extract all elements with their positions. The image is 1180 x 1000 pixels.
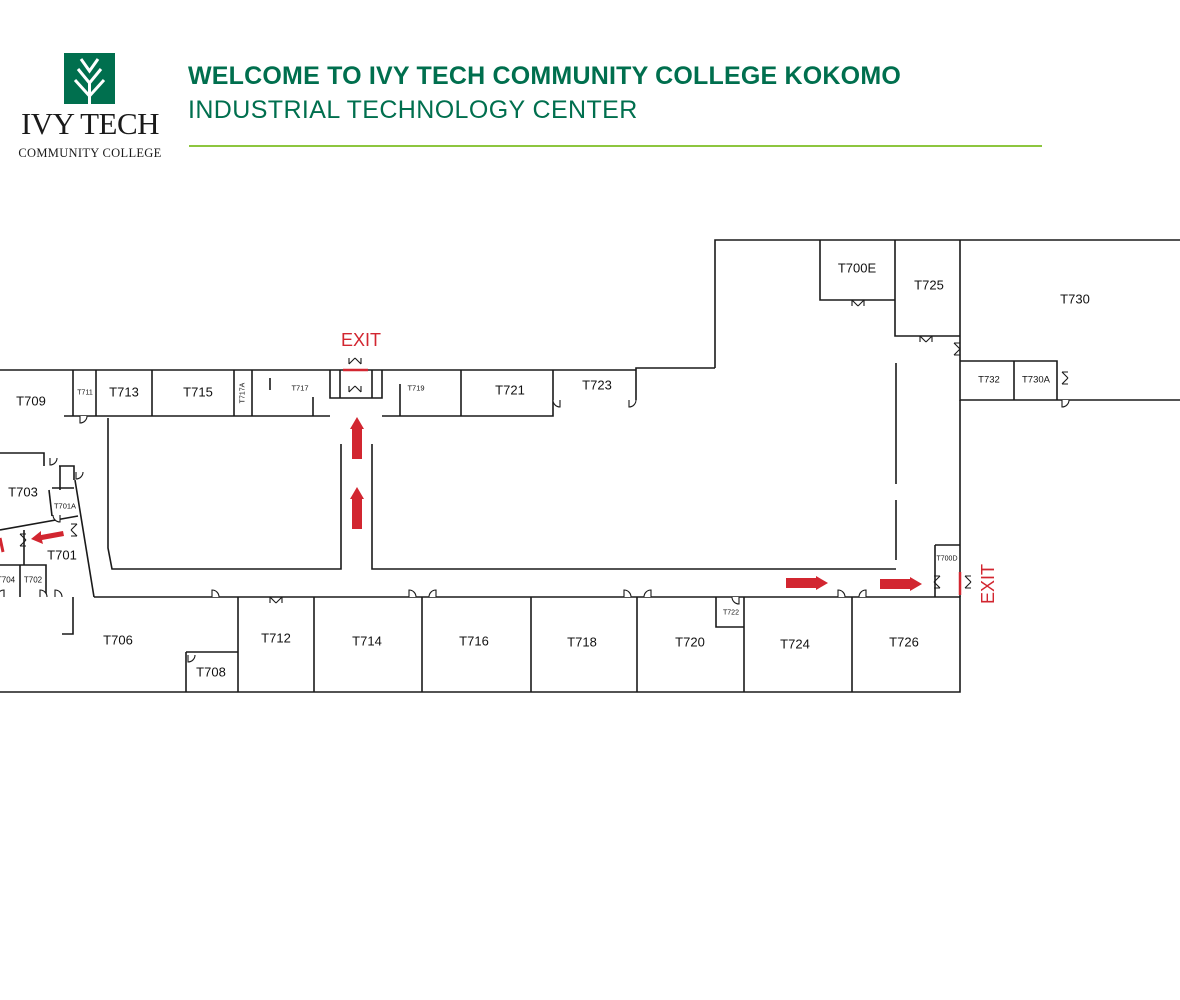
door-icon	[628, 399, 637, 408]
room-label-t700e: T700E	[838, 261, 877, 276]
wall-segment	[74, 479, 95, 598]
door-icon	[643, 589, 652, 598]
door-icon	[0, 589, 5, 597]
exit-route-fragment	[0, 537, 5, 553]
room-label-t702: T702	[24, 576, 43, 585]
wall-segment	[62, 597, 74, 635]
logo-wordmark: IVY TECH	[20, 106, 160, 141]
room-label-t708: T708	[196, 665, 226, 680]
title-divider	[189, 145, 1042, 147]
wall-segment	[0, 515, 79, 531]
room-label-t701a: T701A	[54, 502, 76, 511]
wall-segment	[48, 489, 53, 517]
room-label-t706: T706	[103, 633, 133, 648]
room-label-t713: T713	[109, 385, 139, 400]
exit-label: EXIT	[978, 564, 998, 604]
room-label-t717: T717	[291, 384, 308, 393]
door-icon	[39, 589, 48, 598]
door-icon	[75, 471, 84, 480]
door-icon	[49, 457, 58, 466]
wall-segment	[382, 370, 554, 417]
double-door-icon	[964, 575, 972, 589]
room-label-t723: T723	[582, 378, 612, 393]
map-header: IVY TECH COMMUNITY COLLEGE WELCOME TO IV…	[0, 0, 1180, 200]
double-door-icon	[851, 299, 865, 307]
page-subtitle: INDUSTRIAL TECHNOLOGY CENTER	[188, 96, 638, 124]
room-label-t714: T714	[352, 634, 382, 649]
wall-segment	[714, 239, 1180, 368]
room-label-t722: T722	[723, 610, 739, 617]
room-label-t726: T726	[889, 635, 919, 650]
wall-segment	[894, 240, 960, 337]
room-label-t719: T719	[407, 384, 424, 393]
floor-plan-walls	[0, 239, 1180, 693]
room-label-t730: T730	[1060, 292, 1090, 307]
exit-route-arrows	[31, 417, 922, 591]
room-label-t700d: T700D	[936, 556, 957, 563]
double-door-icon	[919, 335, 933, 343]
room-label-t716: T716	[459, 634, 489, 649]
door-icon	[211, 589, 220, 598]
wall-segment	[0, 564, 47, 597]
wall-segment	[635, 367, 715, 400]
wall-segment	[715, 597, 744, 628]
door-icon	[408, 589, 417, 598]
ivy-tech-logo: IVY TECH COMMUNITY COLLEGE	[10, 50, 170, 165]
door-icon	[428, 589, 437, 598]
double-door-icon	[70, 523, 78, 537]
door-icon	[79, 415, 88, 424]
room-label-t715: T715	[183, 385, 213, 400]
wall-segment	[329, 370, 383, 399]
double-door-icon	[953, 342, 961, 356]
double-door-icon	[348, 385, 362, 393]
room-label-t717a: T717A	[240, 382, 247, 403]
door-icon	[187, 654, 196, 663]
wall-segment	[107, 418, 342, 570]
door-icon	[552, 399, 561, 408]
room-label-t725: T725	[914, 278, 944, 293]
room-label-t704: T704	[0, 576, 16, 585]
double-door-icon	[19, 533, 27, 547]
wall-segment	[59, 465, 75, 480]
door-icon	[54, 589, 63, 598]
wall-segment	[819, 240, 895, 301]
door-icon	[837, 589, 846, 598]
door-icon	[731, 596, 740, 605]
room-label-t709: T709	[16, 394, 46, 409]
room-label-t701: T701	[47, 548, 77, 563]
exit-route-arrow	[31, 531, 64, 544]
double-door-icon	[348, 357, 362, 365]
exit-route-arrow	[786, 576, 828, 590]
page-title: WELCOME TO IVY TECH COMMUNITY COLLEGE KO…	[188, 62, 901, 90]
room-label-t721: T721	[495, 383, 525, 398]
room-label-t712: T712	[261, 631, 291, 646]
wall-segment	[371, 444, 896, 570]
room-label-t711: T711	[77, 390, 93, 397]
wall-segment	[0, 596, 961, 693]
exit-route-arrow	[350, 487, 364, 529]
door-icon	[623, 589, 632, 598]
door-icon	[1061, 399, 1070, 408]
logo-subtext: COMMUNITY COLLEGE	[18, 146, 162, 160]
exit-label: EXIT	[341, 330, 381, 350]
exit-route-arrow	[350, 417, 364, 459]
floor-plan-doors	[0, 299, 1070, 663]
ivy-leaf-logo-icon	[64, 53, 115, 104]
exit-route-arrow	[880, 577, 922, 591]
room-label-t703: T703	[8, 485, 38, 500]
wall-segment	[960, 360, 1058, 400]
double-door-icon	[1061, 371, 1069, 385]
door-icon	[52, 514, 61, 523]
room-label-t724: T724	[780, 637, 810, 652]
room-label-t720: T720	[675, 635, 705, 650]
room-label-t732: T732	[978, 375, 1000, 386]
double-door-icon	[269, 596, 283, 604]
door-icon	[858, 589, 867, 598]
double-door-icon	[933, 575, 941, 589]
wall-segment	[0, 452, 45, 466]
room-label-t718: T718	[567, 635, 597, 650]
room-label-t730a: T730A	[1022, 375, 1051, 386]
